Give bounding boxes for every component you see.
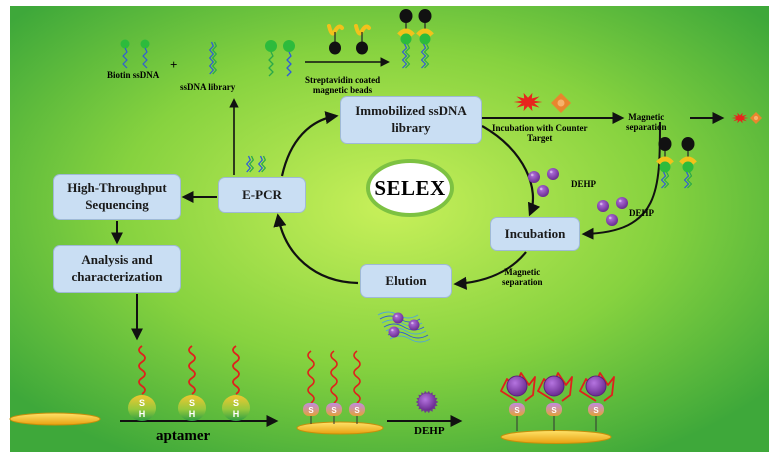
aptamer-icon-1: SH <box>128 345 156 421</box>
biotin-ssdna-icon-2 <box>140 39 150 69</box>
biotin-ssdna-icon-1 <box>120 39 130 69</box>
captured-complex-icon-2: S <box>537 372 573 431</box>
label-aptamer: aptamer <box>156 428 211 444</box>
thiol-h-label: H <box>139 409 146 419</box>
dehp-molecule-icon-6 <box>606 214 618 226</box>
selex-center: SELEX <box>364 156 456 220</box>
thiol-s-label: S <box>514 406 520 415</box>
arrow-immobilized-to-incubation <box>481 125 541 217</box>
label-magnetic-separation-top: Magnetic separation <box>626 112 667 132</box>
box-analysis-characterization: Analysis and characterization <box>53 245 181 293</box>
thiol-h-label: H <box>189 409 196 419</box>
label-biotin-ssdna: Biotin ssDNA <box>107 70 160 80</box>
dehp-molecule-icon-bottom <box>415 390 439 414</box>
biotin-ssdna-mid-2 <box>283 40 295 77</box>
thiol-s-label: S <box>139 398 145 408</box>
label-plus: + <box>170 57 178 72</box>
background-panel <box>10 6 769 452</box>
aptamer-icon-2: SH <box>178 345 206 421</box>
dehp-molecule-icon-3 <box>537 185 549 197</box>
dehp-molecule-icon-2 <box>547 168 559 180</box>
streptavidin-bead-icon-2 <box>354 24 371 55</box>
streptavidin-bead-icon-1 <box>327 24 344 55</box>
immobilized-aptamer-icon-2: S <box>326 350 342 424</box>
label-magnetic-separation-mid: Magnetic separation <box>502 267 543 287</box>
immobilized-bead-2 <box>416 9 434 69</box>
label-dehp-bottom: DEHP <box>414 425 445 437</box>
thiol-s-label: S <box>354 406 360 415</box>
counter-target-icon-orange <box>551 93 571 113</box>
gold-substrate-icon-left <box>9 412 101 426</box>
thiol-s-label: S <box>233 398 239 408</box>
gold-substrate-icon-right <box>500 430 612 444</box>
label-dehp-1: DEHP <box>571 179 597 189</box>
box-e-pcr: E-PCR <box>218 177 306 213</box>
gold-substrate-icon-middle <box>296 421 384 435</box>
dehp-molecule-icon-4 <box>597 200 609 212</box>
box-immobilized-ssdna-library: Immobilized ssDNA library <box>340 96 482 144</box>
label-dehp-2: DEHP <box>629 208 655 218</box>
selex-title: SELEX <box>374 175 446 200</box>
separated-bead-1 <box>656 137 674 189</box>
thiol-s-label: S <box>593 406 599 415</box>
thiol-s-label: S <box>308 406 314 415</box>
biotin-ssdna-mid-1 <box>265 40 277 77</box>
box-high-throughput-sequencing: High-Throughput Sequencing <box>53 174 181 220</box>
aptamer-icon-3: SH <box>222 345 250 421</box>
elution-dehp-2 <box>408 319 420 331</box>
dehp-molecule-icon-5 <box>616 197 628 209</box>
ssdna-library-icon <box>209 41 217 75</box>
arrow-epcr-to-immobilized <box>280 111 339 177</box>
box-incubation: Incubation <box>490 217 580 251</box>
separated-bead-2 <box>679 137 697 189</box>
label-incubation-counter-target: Incubation with Counter Target <box>492 123 588 143</box>
epcr-dna-icon-1 <box>246 155 254 173</box>
epcr-dna-icon-2 <box>258 155 266 173</box>
immobilized-bead-1 <box>397 9 415 69</box>
immobilized-aptamer-icon-3: S <box>349 350 365 424</box>
selex-ring <box>366 159 454 217</box>
arrow-elution-to-epcr <box>273 213 359 285</box>
captured-complex-icon-3: S <box>579 372 615 431</box>
thiol-s-label: S <box>189 398 195 408</box>
box-elution: Elution <box>360 264 452 298</box>
label-streptavidin-beads: Streptavidin coated magnetic beads <box>305 75 381 95</box>
thiol-s-label: S <box>331 406 337 415</box>
elution-dehp-1 <box>392 312 404 324</box>
label-ssdna-library: ssDNA library <box>180 82 236 92</box>
arrow-incubation-to-elution <box>453 251 527 290</box>
thiol-h-label: H <box>233 409 240 419</box>
discard-counter-orange <box>750 112 762 124</box>
captured-complex-icon-1: S <box>500 372 536 431</box>
dehp-molecule-icon-1 <box>528 171 540 183</box>
thiol-s-label: S <box>551 406 557 415</box>
elution-dehp-3 <box>388 326 400 338</box>
immobilized-aptamer-icon-1: S <box>303 350 319 424</box>
counter-target-icon-red <box>513 92 543 112</box>
discard-counter-red <box>731 112 749 124</box>
